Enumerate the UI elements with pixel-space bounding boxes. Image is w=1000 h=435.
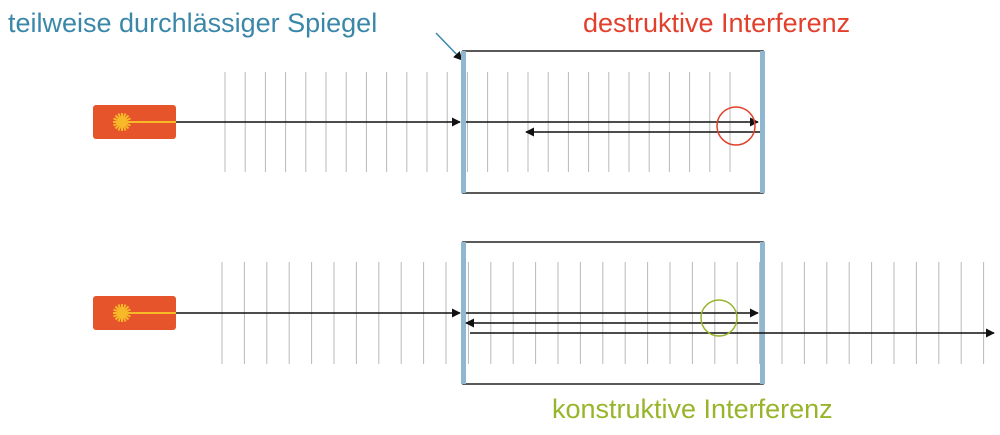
partial-mirror-right-bottom: [760, 242, 765, 384]
mirror-pointer-arrow: [435, 32, 463, 61]
partial-mirror-left-bottom: [461, 242, 466, 384]
laser-source-icon: [93, 296, 176, 330]
partial-mirror-right-top: [760, 51, 765, 193]
constructive-interference-label: konstruktive Interferenz: [552, 394, 833, 424]
setup-destructive: [93, 50, 765, 194]
partial-mirror-left-top: [461, 51, 466, 193]
partial-mirror-label: teilweise durchlässiger Spiegel: [8, 8, 378, 38]
destructive-circle-marker: [716, 106, 756, 146]
destructive-interference-label: destruktive Interferenz: [583, 8, 851, 38]
laser-source-icon: [93, 105, 176, 139]
setup-constructive: [93, 241, 995, 385]
constructive-circle-marker: [700, 299, 738, 337]
